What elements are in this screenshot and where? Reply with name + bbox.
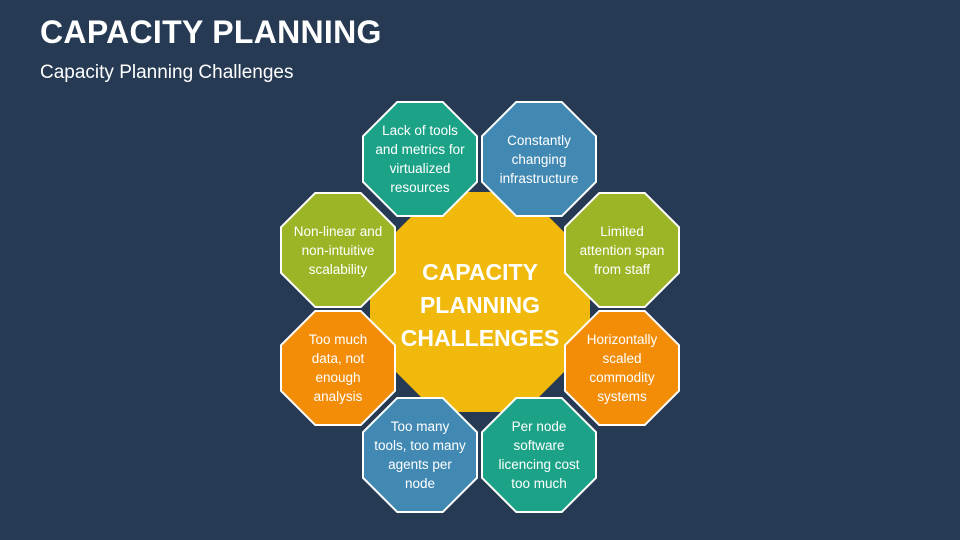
challenge-item-7-label: Too much data, not enough analysis [282, 312, 394, 424]
challenge-item-8-label: Non-linear and non-intuitive scalability [282, 194, 394, 306]
center-label: CAPACITY PLANNING CHALLENGES [400, 259, 560, 351]
challenge-item-1-label: Lack of tools and metrics for virtualize… [364, 103, 476, 215]
challenge-item-3: Limited attention span from staff [564, 192, 680, 308]
challenge-item-3-label: Limited attention span from staff [566, 194, 678, 306]
challenge-item-5-label: Per node software licencing cost too muc… [483, 399, 595, 511]
page-subtitle: Capacity Planning Challenges [40, 62, 294, 83]
challenge-item-6: Too many tools, too many agents per node [362, 397, 478, 513]
page-title: CAPACITY PLANNING [40, 14, 382, 50]
challenge-item-7: Too much data, not enough analysis [280, 310, 396, 426]
challenge-item-5: Per node software licencing cost too muc… [481, 397, 597, 513]
challenge-item-2-label: Constantly changing infrastructure [483, 103, 595, 215]
center-octagon [370, 192, 590, 412]
challenge-item-4-label: Horizontally scaled commodity systems [566, 312, 678, 424]
challenge-item-4: Horizontally scaled commodity systems [564, 310, 680, 426]
challenge-item-6-label: Too many tools, too many agents per node [364, 399, 476, 511]
challenge-item-2: Constantly changing infrastructure [481, 101, 597, 217]
challenge-item-8: Non-linear and non-intuitive scalability [280, 192, 396, 308]
challenge-item-1: Lack of tools and metrics for virtualize… [362, 101, 478, 217]
